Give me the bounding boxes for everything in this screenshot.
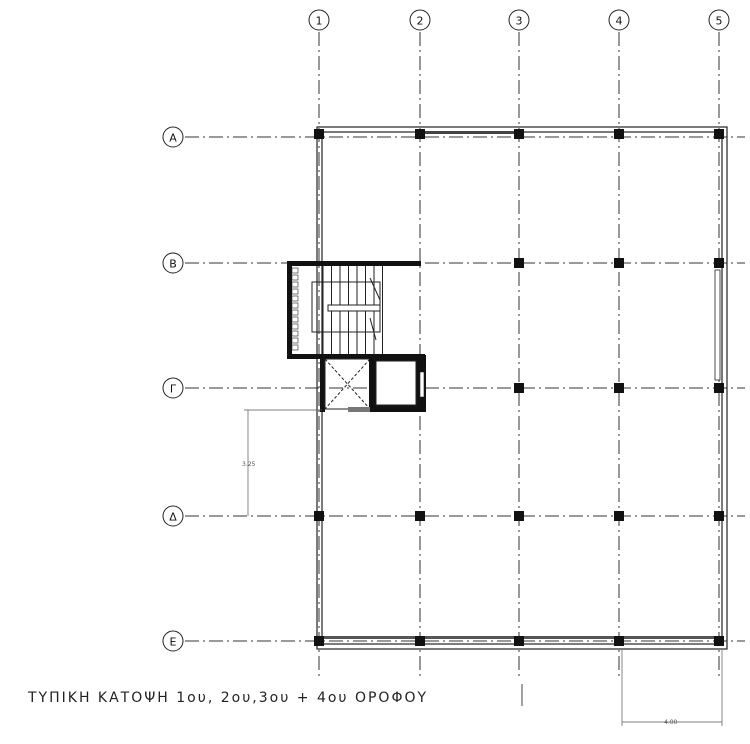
- structural-column: [514, 258, 524, 268]
- column-axis-label: 3: [516, 15, 523, 28]
- structural-column: [714, 511, 724, 521]
- structural-column: [514, 129, 524, 139]
- structural-column: [614, 383, 624, 393]
- grid-axes: 1 2 3 4 5Α Β Γ Δ Ε: [162, 9, 745, 680]
- structural-column: [614, 636, 624, 646]
- structural-column: [415, 636, 425, 646]
- dimension-left: [244, 409, 322, 516]
- row-axis-label: Δ: [169, 511, 177, 524]
- column-axis-bubble: [608, 9, 630, 31]
- column-axis-bubble: [409, 9, 431, 31]
- column-axis-bubble: [708, 9, 730, 31]
- structural-column: [614, 511, 624, 521]
- outer-wall-outer: [316, 126, 728, 650]
- row-axis-bubble: [162, 377, 184, 399]
- column-axis-bubble: [508, 9, 530, 31]
- structural-column: [514, 511, 524, 521]
- column-axis-label: 1: [316, 15, 323, 28]
- column-axis-label: 5: [716, 15, 723, 28]
- columns: [314, 129, 724, 646]
- structural-column: [714, 258, 724, 268]
- structural-column: [314, 636, 324, 646]
- row-axis-label: Α: [169, 132, 177, 145]
- row-axis-label: Β: [169, 258, 177, 271]
- plan-title: ΤΥΠΙΚΗ ΚΑΤΟΨΗ 1ου, 2ου,3ου + 4ου ΟΡΟΦΟΥ: [28, 690, 429, 706]
- structural-column: [614, 129, 624, 139]
- structural-column: [514, 636, 524, 646]
- row-axis-label: Γ: [170, 383, 177, 396]
- stair-core: [287, 261, 425, 359]
- window-right: [714, 269, 721, 381]
- row-axis-label: Ε: [170, 636, 177, 649]
- beam-top: [420, 131, 520, 134]
- elevator-shaft: [320, 355, 426, 412]
- row-axis-bubble: [162, 630, 184, 652]
- structural-column: [714, 636, 724, 646]
- dimension-bottom-label: 4.00: [664, 719, 678, 726]
- structural-column: [714, 383, 724, 393]
- row-axis-bubble: [162, 126, 184, 148]
- structural-column: [314, 129, 324, 139]
- structural-column: [314, 511, 324, 521]
- structural-column: [714, 129, 724, 139]
- dimension-left-label: 3.25: [242, 461, 256, 468]
- dimension-bottom: [621, 650, 723, 726]
- row-axis-bubble: [162, 252, 184, 274]
- structural-column: [514, 383, 524, 393]
- column-axis-bubble: [308, 9, 330, 31]
- structural-column: [415, 511, 425, 521]
- structural-column: [415, 129, 425, 139]
- row-axis-bubble: [162, 505, 184, 527]
- column-axis-label: 4: [616, 15, 623, 28]
- structural-column: [614, 258, 624, 268]
- column-axis-label: 2: [417, 15, 424, 28]
